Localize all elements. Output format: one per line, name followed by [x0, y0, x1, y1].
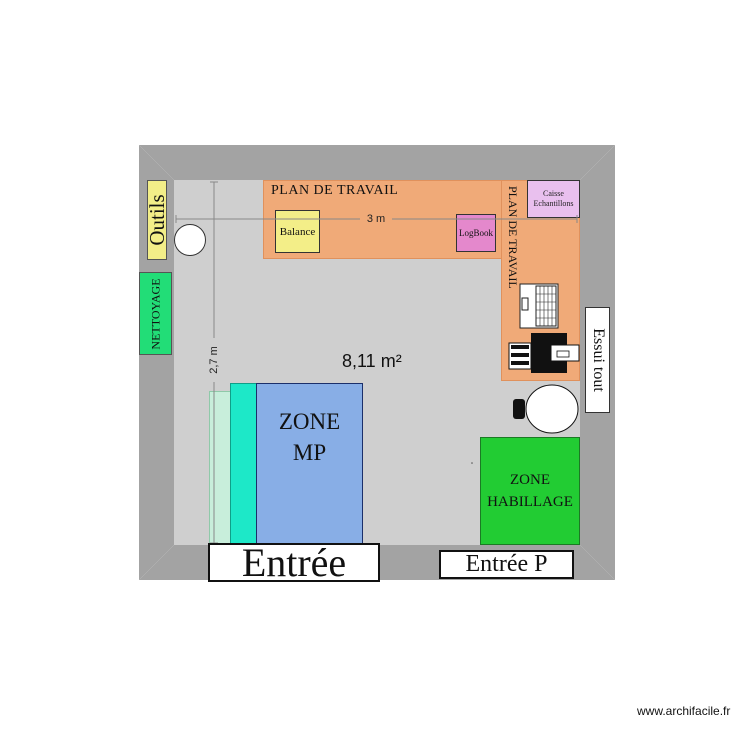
outils-box: [147, 180, 167, 260]
cyan-strip: [230, 383, 257, 545]
printer-icon: [508, 333, 580, 373]
workbench-vertical-label: PLAN DE TRAVAIL: [506, 186, 520, 289]
zone-habillage-line2: HABILLAGE: [487, 494, 573, 510]
entree-p-door: Entrée P: [439, 550, 574, 579]
sink-circle-icon: [174, 224, 206, 256]
entree-door: Entrée: [208, 542, 380, 582]
room-area-label: 8,11 m²: [342, 351, 402, 371]
zone-habillage: ZONE HABILLAGE: [480, 437, 580, 545]
balance-box: Balance: [275, 210, 320, 253]
outils-label: Outils: [144, 194, 169, 246]
zone-mp-line2: MP: [292, 440, 327, 465]
caisse-label-line1: Caisse: [543, 189, 564, 198]
caisse-label-line2: Echantillons: [533, 199, 574, 208]
light-cyan-strip: [209, 391, 231, 545]
zone-mp: ZONE MP: [256, 383, 363, 545]
logbook-box: LogBook: [456, 214, 496, 252]
dim-width-label: 3 m: [360, 212, 392, 226]
watermark: www.archifacile.fr: [637, 704, 731, 718]
dim-height-label: 2,7 m: [207, 338, 221, 382]
caisse-echantillons-box: Caisse Echantillons: [527, 180, 580, 218]
essui-tout-label: Essui tout: [590, 328, 607, 392]
computer-icon: [519, 283, 559, 329]
zone-mp-line1: ZONE: [278, 409, 341, 434]
essui-tout-box: [585, 307, 610, 413]
top-wall: [139, 145, 615, 180]
nettoyage-label: NETTOYAGE: [148, 278, 162, 350]
nettoyage-box: [139, 272, 172, 355]
zone-habillage-line1: ZONE: [510, 472, 550, 488]
toilet-icon: [513, 384, 579, 434]
workbench-horizontal-label: PLAN DE TRAVAIL: [271, 183, 399, 198]
